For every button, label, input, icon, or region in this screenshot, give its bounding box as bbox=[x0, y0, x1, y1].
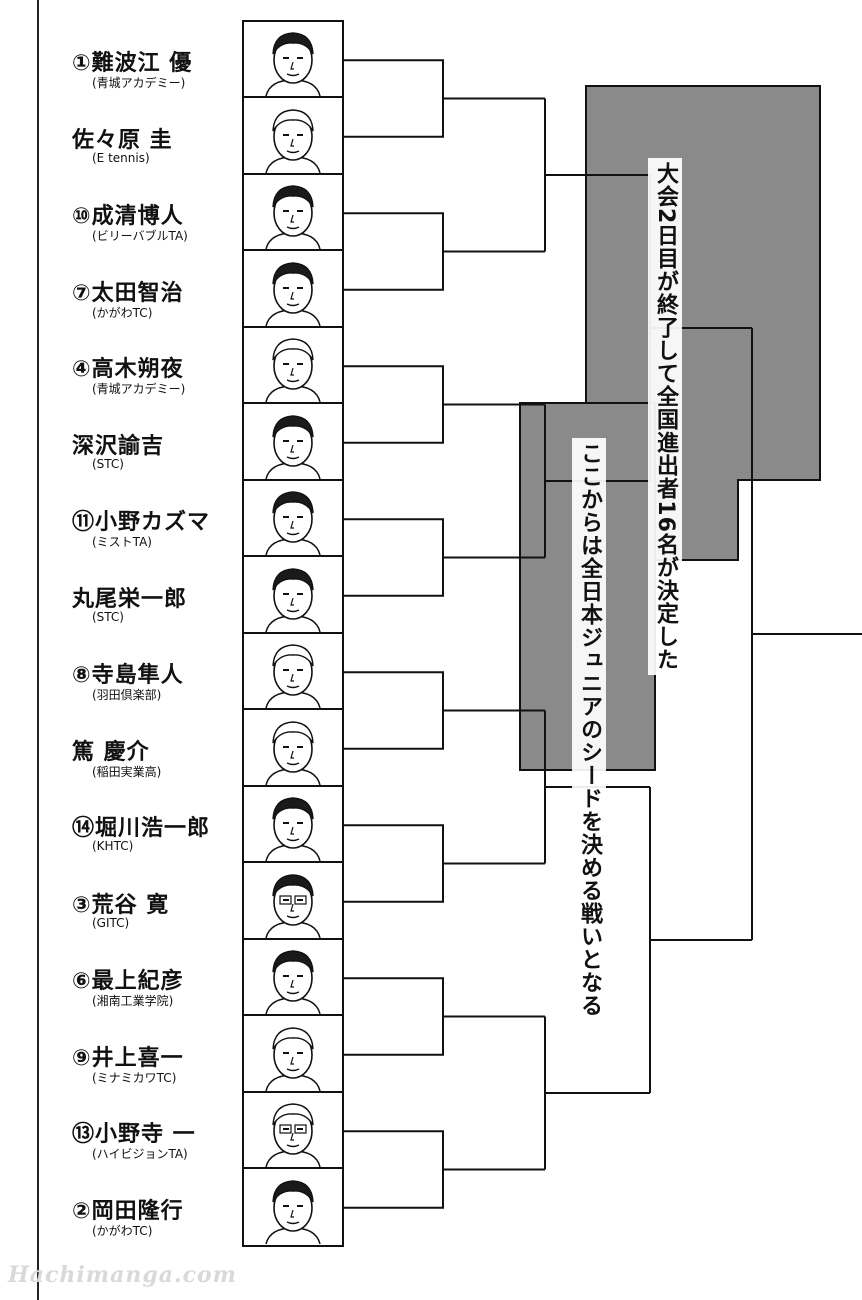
player-name: ⑦太田智治 bbox=[72, 280, 184, 306]
player-name: ③荒谷 寛 bbox=[72, 892, 170, 918]
player-portrait bbox=[244, 1093, 342, 1169]
player-entry: ⑥最上紀彦(湘南工業学院) bbox=[0, 940, 235, 1016]
player-name: 篤 慶介 bbox=[72, 739, 150, 765]
player-portrait bbox=[244, 99, 342, 175]
player-portrait bbox=[244, 1170, 342, 1246]
player-name: 佐々原 圭 bbox=[72, 127, 173, 153]
bracket-line-round1 bbox=[344, 671, 545, 750]
bracket-line-round1 bbox=[344, 212, 545, 291]
watermark-logo: Hachimanga.com bbox=[8, 1262, 237, 1288]
player-entry: ③荒谷 寛(GITC) bbox=[0, 864, 235, 940]
bracket-line-round3 bbox=[649, 787, 752, 1093]
player-portrait bbox=[244, 558, 342, 634]
player-club: (ミナミカワTC) bbox=[92, 1070, 177, 1085]
player-portrait bbox=[244, 175, 342, 251]
player-entry: ④高木朔夜(青城アカデミー) bbox=[0, 328, 235, 404]
player-portrait bbox=[244, 711, 342, 787]
player-entry: ②岡田隆行(かがわTC) bbox=[0, 1170, 235, 1246]
player-entry: ⑪小野カズマ(ミストTA) bbox=[0, 481, 235, 557]
player-name: 丸尾栄一郎 bbox=[72, 586, 188, 612]
player-club: (GITC) bbox=[92, 915, 130, 930]
bracket-line-round2 bbox=[544, 1016, 650, 1170]
player-club: (青城アカデミー) bbox=[92, 382, 186, 396]
caption-tournament-status: 大会2日目が終了して全国進出者16名が決定した bbox=[648, 158, 682, 675]
bracket-line-round1 bbox=[344, 977, 545, 1056]
player-club: (青城アカデミー) bbox=[92, 76, 186, 90]
player-club: (かがわTC) bbox=[92, 305, 153, 320]
player-club: (湘南工業学院) bbox=[92, 994, 174, 1008]
player-name: ①難波江 優 bbox=[72, 51, 193, 76]
player-name: 深沢諭吉 bbox=[72, 433, 165, 459]
panel-border-left bbox=[37, 0, 39, 1300]
player-name: ②岡田隆行 bbox=[72, 1198, 184, 1224]
player-portrait bbox=[244, 1017, 342, 1093]
player-portrait bbox=[244, 405, 342, 481]
player-name: ⑬小野寺 一 bbox=[72, 1122, 196, 1147]
player-club: (STC) bbox=[92, 609, 124, 624]
player-name: ⑩成清博人 bbox=[72, 204, 184, 229]
bracket-line-round1 bbox=[344, 824, 545, 903]
player-portrait bbox=[244, 787, 342, 863]
player-portrait bbox=[244, 481, 342, 557]
bracket-line-round1 bbox=[344, 365, 545, 444]
bracket-line-round2 bbox=[544, 98, 650, 252]
player-entry: ①難波江 優(青城アカデミー) bbox=[0, 22, 235, 98]
player-club: (稲田実業高) bbox=[92, 764, 162, 779]
player-name: ⑥最上紀彦 bbox=[72, 969, 184, 994]
player-portrait bbox=[244, 864, 342, 940]
player-name: ⑪小野カズマ bbox=[72, 510, 211, 535]
player-entry: 深沢諭吉(STC) bbox=[0, 405, 235, 481]
player-club: (ハイビジョンTA) bbox=[92, 1147, 188, 1161]
player-name: ⑧寺島隼人 bbox=[72, 663, 184, 688]
player-portrait bbox=[244, 252, 342, 328]
player-club: (KHTC) bbox=[92, 839, 134, 853]
player-entry: ⑩成清博人(ビリーバブルTA) bbox=[0, 175, 235, 251]
caption-seed-battle: ここからは全日本ジュニアのシードを決める戦いとなる bbox=[572, 438, 606, 1021]
player-portrait bbox=[244, 634, 342, 710]
bracket-line-final bbox=[751, 328, 862, 940]
player-club: (羽田倶楽部) bbox=[92, 688, 162, 702]
player-portrait bbox=[244, 940, 342, 1016]
player-entry: ⑭堀川浩一郎(KHTC) bbox=[0, 787, 235, 863]
player-entry: 丸尾栄一郎(STC) bbox=[0, 558, 235, 634]
player-entry: ⑧寺島隼人(羽田倶楽部) bbox=[0, 634, 235, 710]
player-entry: ⑨井上喜一(ミナミカワTC) bbox=[0, 1017, 235, 1093]
player-name: ⑭堀川浩一郎 bbox=[72, 816, 211, 841]
bracket-line-round1 bbox=[344, 1130, 545, 1209]
player-club: (STC) bbox=[92, 456, 124, 471]
player-club: (E tennis) bbox=[92, 150, 150, 165]
portrait-column bbox=[242, 20, 344, 1247]
player-entry: 佐々原 圭(E tennis) bbox=[0, 99, 235, 175]
player-name: ④高木朔夜 bbox=[72, 357, 184, 382]
player-portrait bbox=[244, 328, 342, 404]
player-entry: ⑦太田智治(かがわTC) bbox=[0, 252, 235, 328]
player-portrait bbox=[244, 22, 342, 98]
player-entry: ⑬小野寺 一(ハイビジョンTA) bbox=[0, 1093, 235, 1169]
bracket-line-round1 bbox=[344, 518, 545, 597]
bracket-line-round1 bbox=[344, 59, 545, 138]
player-club: (かがわTC) bbox=[92, 1223, 153, 1238]
player-name: ⑨井上喜一 bbox=[72, 1045, 184, 1071]
player-club: (ビリーバブルTA) bbox=[92, 229, 188, 243]
player-entry: 篤 慶介(稲田実業高) bbox=[0, 711, 235, 787]
player-club: (ミストTA) bbox=[92, 535, 152, 549]
